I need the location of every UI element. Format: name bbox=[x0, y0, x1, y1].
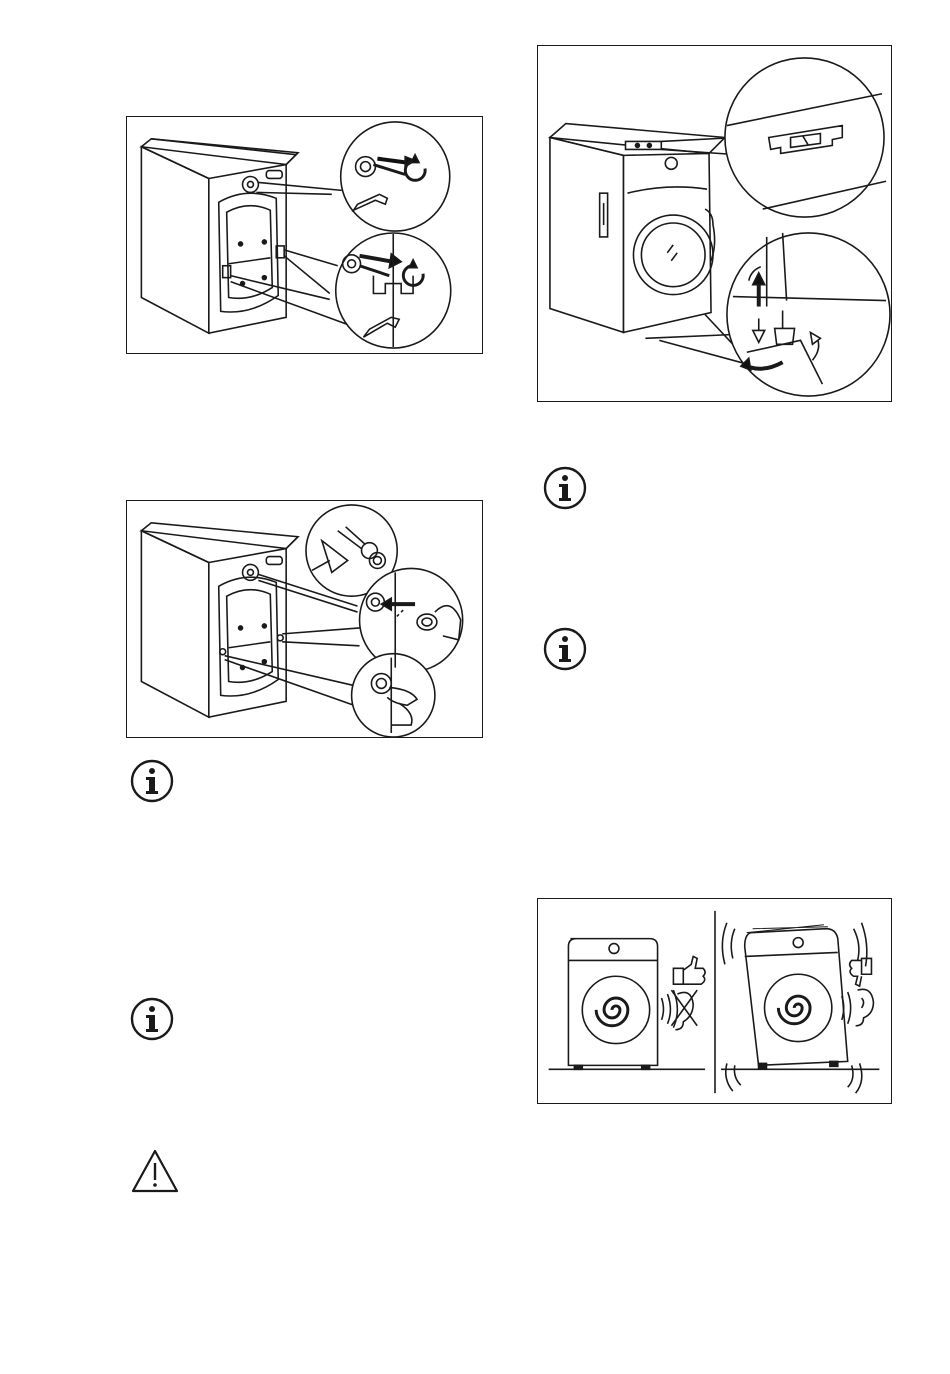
figure-remove-transit-bolts bbox=[126, 116, 483, 354]
figure-level-appliance bbox=[537, 45, 892, 402]
info-icon bbox=[543, 466, 587, 510]
info-icon bbox=[130, 997, 174, 1041]
figure-insert-plastic-caps bbox=[126, 500, 483, 738]
info-icon bbox=[130, 759, 174, 803]
warning-triangle-icon bbox=[130, 1148, 180, 1194]
info-icon bbox=[543, 627, 587, 671]
figure-vibration-comparison bbox=[537, 898, 892, 1104]
